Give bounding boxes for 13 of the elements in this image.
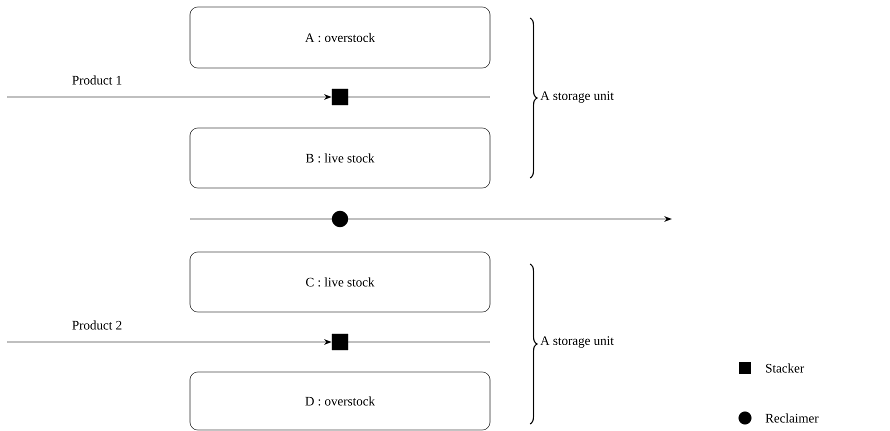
legend-label: Stacker xyxy=(766,363,804,373)
storage-box: C : live stock xyxy=(190,252,490,312)
edge-label: Product 2 xyxy=(72,320,122,330)
legend-label: Reclaimer xyxy=(766,413,819,423)
storage-box: A : overstock xyxy=(190,6,490,68)
edge-label: Product 1 xyxy=(72,75,122,85)
stacker-square xyxy=(332,334,348,350)
stacker-square xyxy=(332,88,348,106)
storage-box: D : overstock xyxy=(190,372,490,430)
storage-box: B : live stock xyxy=(190,128,490,188)
reclaimer-dot xyxy=(332,210,348,228)
group-label: A storage unit xyxy=(540,91,614,103)
group-label: A storage unit xyxy=(540,336,614,348)
